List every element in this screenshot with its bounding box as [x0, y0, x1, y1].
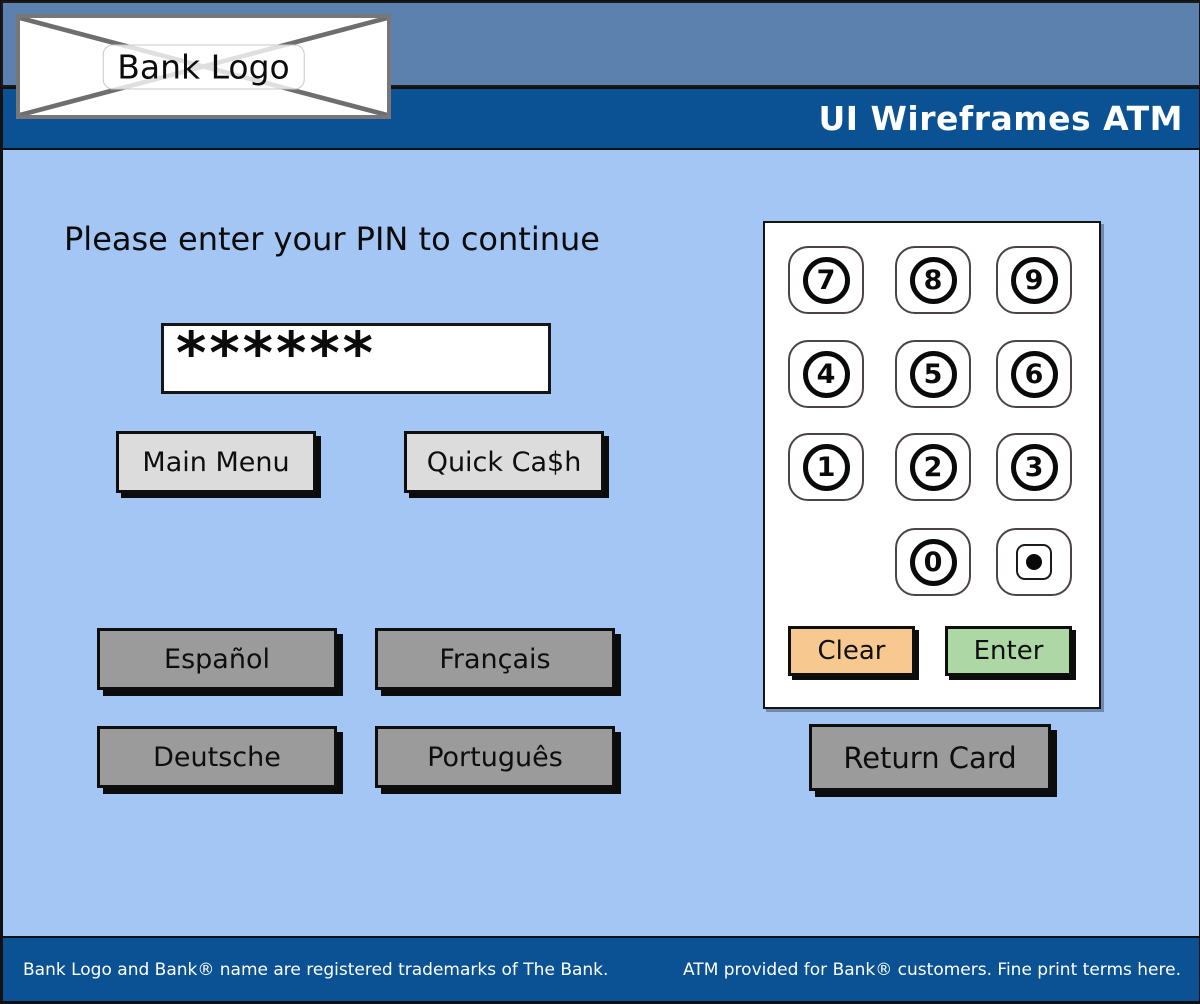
pin-prompt-heading: Please enter your PIN to continue: [64, 220, 600, 258]
key-9[interactable]: 9: [996, 246, 1072, 314]
keypad-panel: 7 8 9 4 5 6 1 2 3 0 Cle: [763, 221, 1101, 709]
digit-3: 3: [1010, 443, 1058, 491]
language-button-deutsche[interactable]: Deutsche: [97, 726, 337, 788]
language-button-espanol[interactable]: Español: [97, 628, 337, 690]
digit-8: 8: [909, 256, 957, 304]
footer-trademark-text: Bank Logo and Bank® name are registered …: [23, 959, 609, 980]
quick-cash-button[interactable]: Quick Ca$h: [404, 431, 604, 493]
enter-button[interactable]: Enter: [945, 626, 1072, 676]
portugues-label: Português: [427, 741, 563, 773]
digit-1: 1: [802, 443, 850, 491]
digit-4: 4: [802, 350, 850, 398]
key-5[interactable]: 5: [895, 340, 971, 408]
page-title: UI Wireframes ATM: [818, 99, 1183, 138]
digit-7: 7: [802, 256, 850, 304]
bank-logo-label: Bank Logo: [102, 44, 305, 89]
digit-9: 9: [1010, 256, 1058, 304]
main-menu-button[interactable]: Main Menu: [116, 431, 316, 493]
digit-2: 2: [909, 443, 957, 491]
return-card-label: Return Card: [843, 740, 1017, 775]
footer-bar: Bank Logo and Bank® name are registered …: [1, 936, 1199, 1003]
key-6[interactable]: 6: [996, 340, 1072, 408]
main-menu-label: Main Menu: [142, 446, 290, 478]
clear-button[interactable]: Clear: [788, 626, 915, 676]
key-2[interactable]: 2: [895, 433, 971, 501]
pin-input[interactable]: ******: [161, 323, 551, 394]
language-button-portugues[interactable]: Português: [375, 726, 615, 788]
dot-icon: [1016, 544, 1052, 580]
footer-fine-print-text: ATM provided for Bank® customers. Fine p…: [683, 959, 1181, 980]
language-button-francais[interactable]: Français: [375, 628, 615, 690]
key-1[interactable]: 1: [788, 433, 864, 501]
clear-label: Clear: [817, 636, 886, 666]
francais-label: Français: [439, 643, 551, 675]
digit-5: 5: [909, 350, 957, 398]
espanol-label: Español: [164, 643, 270, 675]
return-card-button[interactable]: Return Card: [809, 724, 1051, 791]
key-3[interactable]: 3: [996, 433, 1072, 501]
digit-6: 6: [1010, 350, 1058, 398]
digit-0: 0: [909, 538, 957, 586]
key-7[interactable]: 7: [788, 246, 864, 314]
quick-cash-label: Quick Ca$h: [426, 446, 582, 478]
key-4[interactable]: 4: [788, 340, 864, 408]
key-0[interactable]: 0: [895, 528, 971, 596]
enter-label: Enter: [973, 636, 1044, 666]
bank-logo-placeholder: Bank Logo: [16, 14, 391, 119]
key-8[interactable]: 8: [895, 246, 971, 314]
pin-masked-value: ******: [176, 323, 376, 387]
deutsche-label: Deutsche: [153, 741, 281, 773]
key-decimal[interactable]: [996, 528, 1072, 596]
